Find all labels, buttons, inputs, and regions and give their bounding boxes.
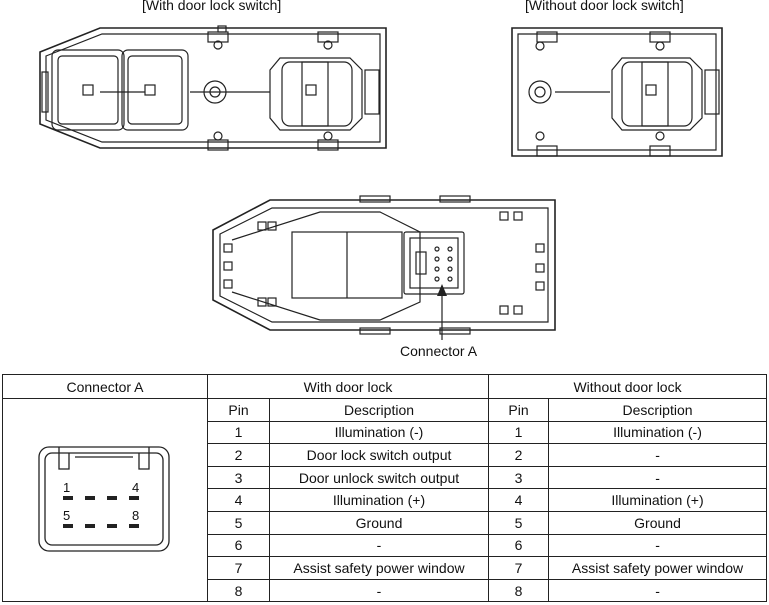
desc-header-with: Description (268, 398, 490, 422)
table-row: 1 Illumination (-) 1 Illumination (-) (3, 420, 768, 445)
connector-a-pinout: 1 4 5 8 (38, 446, 170, 552)
table-row: 4 Illumination (+) 4 Illumination (+) (3, 488, 768, 512)
table-row: 8 - 8 - (3, 578, 768, 603)
without-door-lock-header: Without door lock (488, 374, 768, 399)
table-row: 7 Assist safety power window 7 Assist sa… (3, 556, 768, 580)
without-desc-cell: Illumination (+) (548, 488, 768, 512)
with-desc-cell: - (268, 533, 490, 558)
switch-with-door-lock (39, 25, 387, 151)
pin-cell: 6 (207, 533, 270, 558)
with-desc-cell: Door lock switch output (268, 443, 490, 467)
pin-label-8: 8 (132, 508, 139, 523)
with-desc-cell: Door unlock switch output (268, 465, 490, 490)
table-row: 2 Door lock switch output 2 - (3, 443, 768, 467)
pin-cell: 2 (207, 443, 270, 467)
table-row: 3 Door unlock switch output 3 - (3, 465, 768, 490)
with-switch-caption: [With door lock switch] (142, 0, 282, 13)
without-desc-cell: - (548, 465, 768, 490)
switch-without-door-lock (511, 27, 723, 157)
pin-label-4: 4 (132, 480, 139, 495)
pin-label-1: 1 (63, 480, 70, 495)
pin-cell: 4 (488, 488, 550, 512)
pin-label-5: 5 (63, 508, 70, 523)
with-desc-cell: Assist safety power window (268, 556, 490, 580)
pin-cell: 6 (488, 533, 550, 558)
pin-cell: 7 (207, 556, 270, 580)
pin-cell: 8 (488, 578, 550, 603)
connector-callout-label: Connector A (400, 343, 478, 359)
pin-cell: 2 (488, 443, 550, 467)
without-desc-cell: Assist safety power window (548, 556, 768, 580)
connector-column-header: Connector A (2, 374, 208, 399)
with-desc-cell: Ground (268, 510, 490, 535)
pin-header-with: Pin (207, 398, 270, 422)
pin-header-without: Pin (488, 398, 550, 422)
connector-diagram-cell: 1 4 5 8 (2, 397, 208, 603)
without-switch-caption: [Without door lock switch] (525, 0, 684, 13)
with-desc-cell: Illumination (-) (268, 420, 490, 445)
without-desc-cell: - (548, 578, 768, 603)
pin-cell: 7 (488, 556, 550, 580)
sub-header-row: 1 4 5 8 Pin Description Pin Description (2, 397, 768, 603)
with-door-lock-header: With door lock (206, 374, 490, 399)
connector-pin-table: Connector A With door lock Without door … (2, 374, 768, 603)
pin-cell: 5 (207, 510, 270, 535)
with-desc-cell: - (268, 578, 490, 603)
without-desc-cell: - (548, 443, 768, 467)
with-desc-cell: Illumination (+) (268, 488, 490, 512)
group-header-row: Connector A With door lock Without door … (2, 374, 768, 399)
table-row: 6 - 6 - (3, 533, 768, 558)
pin-cell: 1 (488, 420, 550, 445)
without-desc-cell: - (548, 533, 768, 558)
pin-cell: 8 (207, 578, 270, 603)
pin-cell: 3 (488, 465, 550, 490)
desc-header-without: Description (548, 398, 768, 422)
callout-arrowhead (437, 284, 447, 296)
pin-cell: 4 (207, 488, 270, 512)
pin-cell: 5 (488, 510, 550, 535)
pin-cell: 1 (207, 420, 270, 445)
without-desc-cell: Illumination (-) (548, 420, 768, 445)
without-desc-cell: Ground (548, 510, 768, 535)
switch-underside (212, 195, 556, 335)
pin-cell: 3 (207, 465, 270, 490)
switch-drawings (39, 25, 723, 340)
